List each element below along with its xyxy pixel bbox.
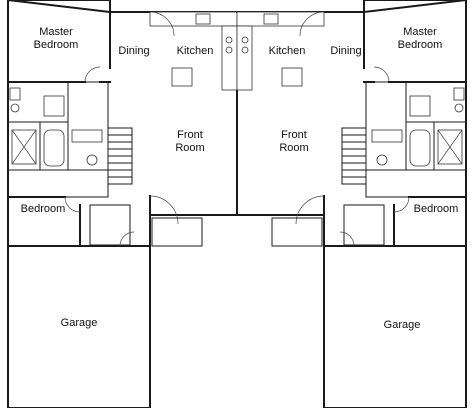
- left-front-room-label-2: Room: [175, 142, 204, 154]
- left-bedroom-label: Bedroom: [21, 203, 66, 215]
- closet-door-swing: [119, 231, 135, 247]
- kitchen-island-icon: [171, 67, 193, 87]
- bedroom-door-swing: [64, 196, 81, 213]
- right-master-bedroom-label-2: Bedroom: [398, 39, 443, 51]
- sink-icon: [10, 103, 20, 113]
- left-master-bedroom-label-1: Master: [39, 26, 73, 38]
- left-dining-label: Dining: [118, 45, 149, 57]
- entry-door-swing: [149, 195, 179, 225]
- toilet-icon: [9, 87, 21, 101]
- left-garage-label: Garage: [61, 317, 98, 329]
- toilet-bowl-icon: [86, 154, 98, 166]
- right-front-room-label-2: Room: [279, 142, 308, 154]
- left-stairs: [107, 127, 133, 185]
- shower-icon: [43, 95, 65, 117]
- left-exterior-wall: [7, 0, 112, 408]
- right-master-bedroom-label-1: Master: [403, 26, 437, 38]
- right-garage-label: Garage: [384, 319, 421, 331]
- left-front-room-label-1: Front: [177, 129, 203, 141]
- left-unit: [7, 0, 238, 408]
- right-front-room-label-1: Front: [281, 129, 307, 141]
- left-master-bedroom-label-2: Bedroom: [34, 39, 79, 51]
- right-bedroom-label: Bedroom: [414, 203, 459, 215]
- closet: [89, 204, 131, 246]
- master-bedroom-door-swing: [84, 66, 101, 83]
- right-dining-label: Dining: [330, 45, 361, 57]
- kitchen-sink-icon: [195, 13, 211, 25]
- right-kitchen-label: Kitchen: [269, 45, 306, 57]
- right-unit: [236, 0, 467, 408]
- left-kitchen-label: Kitchen: [177, 45, 214, 57]
- entry-closet: [151, 217, 203, 247]
- kitchen-counter-icon: [149, 11, 238, 27]
- bathtub-icon: [43, 129, 65, 167]
- kitchen-range-counter-icon: [221, 25, 238, 91]
- vanity-icon: [71, 129, 103, 143]
